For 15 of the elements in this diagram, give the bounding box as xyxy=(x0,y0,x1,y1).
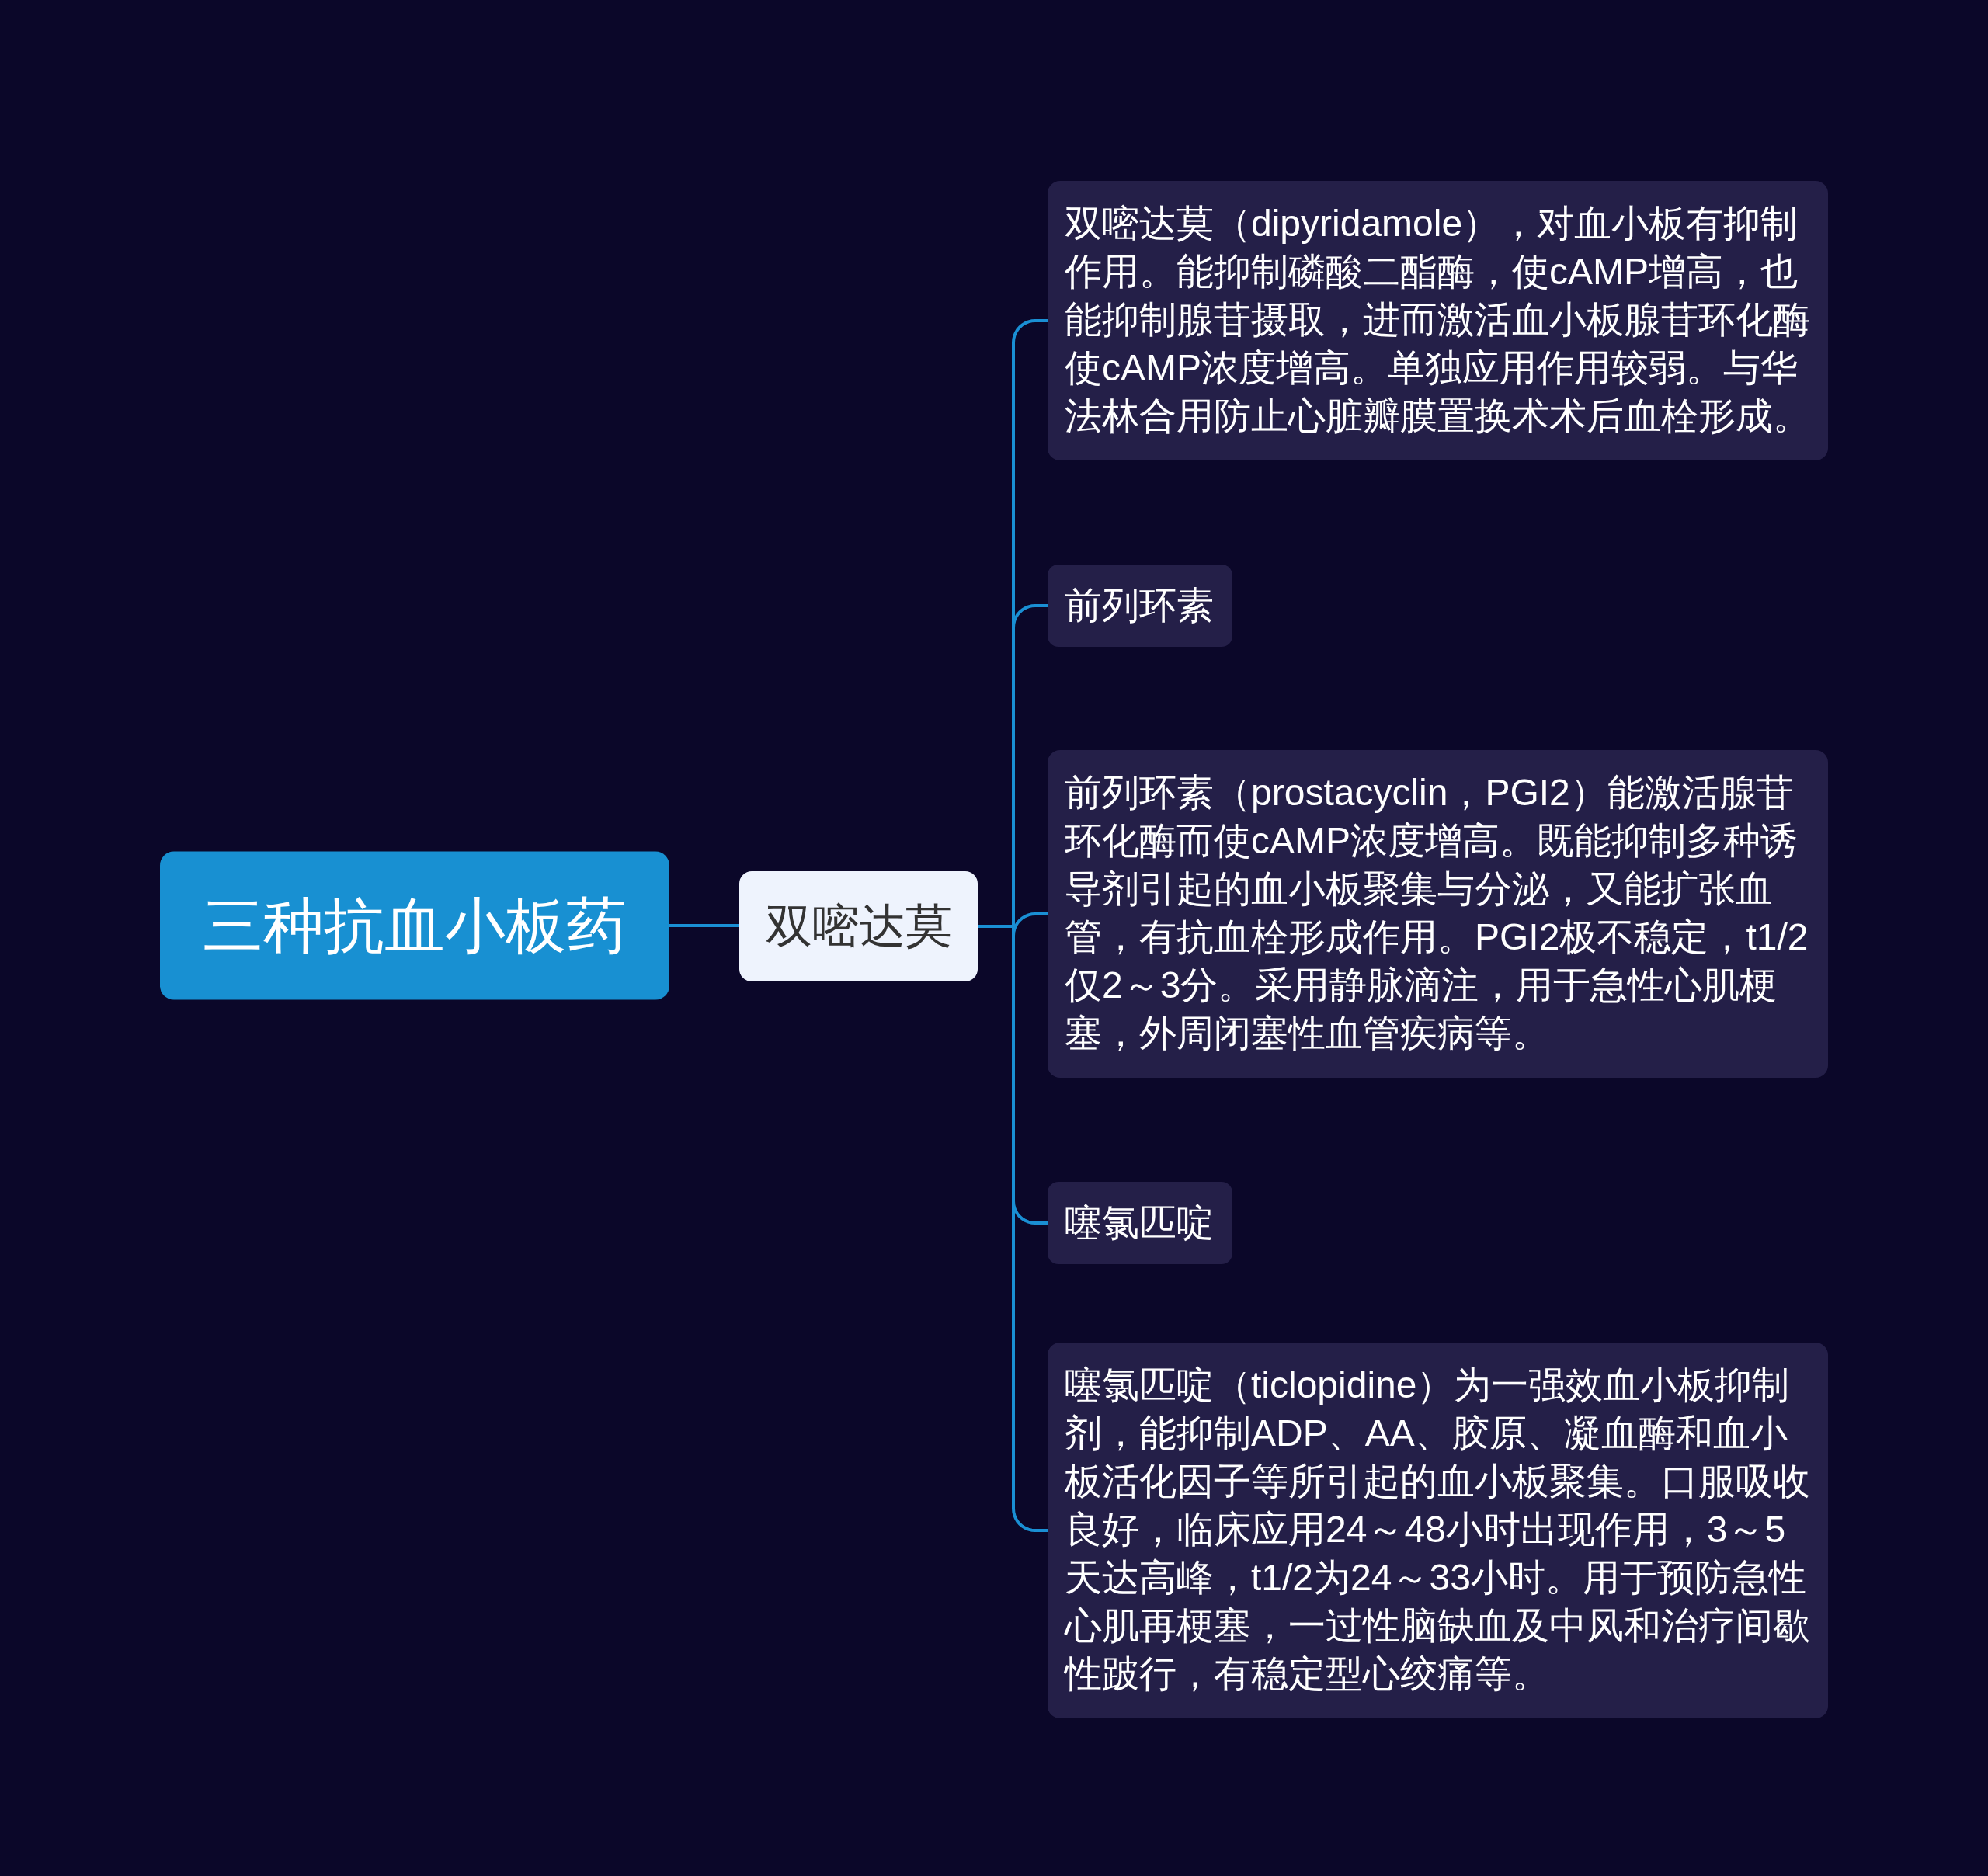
note-box xyxy=(1048,181,1828,460)
topic-text: 噻氯匹啶 xyxy=(1065,1201,1215,1245)
root-topic-box xyxy=(160,851,669,1000)
note-text: 噻氯匹啶（ticlopidine）为一强效血小板抑制剂，能抑制ADP、AA、胶原、凝血酶和血小板活化因子等所引起的血小板聚集。口服吸收良好，临床应用24～48小时出现作用，3～5天达高峰，t1/2为24～33小时。用于预防急性心肌再梗塞，一过性脑缺血及中风和治疗间歇性跛行，有稳定型心绞痛等。 xyxy=(1065,1364,1811,1696)
note-text: 前列环素（prostacyclin，PGI2）能激活腺苷环化酶而使cAMP浓度增高。既能抑制多种诱导剂引起的血小板聚集与分泌，又能扩张血管，有抗血栓形成作用。PGI2极不稳定，t1/2仅2～3分。采用静脉滴注，用于急性心肌梗塞，外周闭塞性血管疾病等。 xyxy=(1065,771,1809,1055)
subtopic-box xyxy=(1048,565,1232,647)
note-box xyxy=(1048,750,1828,1078)
topic-text: 前列环素 xyxy=(1065,584,1215,627)
note-box xyxy=(1048,1343,1828,1718)
note-text: 双嘧达莫（dipyridamole），对血小板有抑制作用。能抑制磷酸二酯酶，使cAMP增高，也能抑制腺苷摄取，进而激活血小板腺苷环化酶使cAMP浓度增高。单独应用作用较弱。与华法林合用防止心脏瓣膜置换术术后血栓形成。 xyxy=(1065,202,1811,438)
topic-text: 双嘧达莫 xyxy=(765,899,952,954)
topic-box xyxy=(739,871,978,981)
subtopic-box xyxy=(1048,1182,1232,1264)
connector-line xyxy=(669,924,739,927)
topic-text: 三种抗血小板药 xyxy=(203,890,627,961)
